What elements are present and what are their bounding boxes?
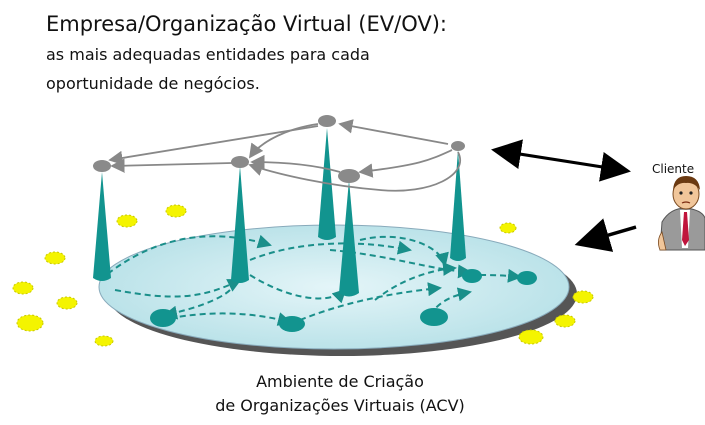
ev-links <box>108 119 461 192</box>
subtitle-line-2: oportunidade de negócios. <box>46 74 260 93</box>
caption-line-2: de Organizações Virtuais (ACV) <box>215 396 465 415</box>
spike <box>93 172 111 281</box>
network-link <box>479 268 522 283</box>
ev-link <box>358 149 453 178</box>
spike <box>339 180 359 297</box>
partner-dot <box>165 204 187 218</box>
partner-dot <box>16 314 44 332</box>
partner-dot <box>12 281 34 295</box>
spike <box>450 150 466 261</box>
partner-dots <box>12 204 594 347</box>
caption-line-1: Ambiente de Criação <box>256 372 424 391</box>
platform-nodes <box>150 269 537 332</box>
partner-dot <box>56 296 78 310</box>
ev-link <box>248 151 461 192</box>
ev-spikes <box>93 128 466 297</box>
client-hair <box>673 176 700 190</box>
client-label: Cliente <box>652 162 695 176</box>
network-link <box>99 234 272 281</box>
platform-node <box>517 271 537 285</box>
platform-node <box>150 309 176 327</box>
subtitle-line-1: as mais adequadas entidades para cada <box>46 45 370 64</box>
platform-node <box>420 308 448 326</box>
partner-dot <box>116 214 138 228</box>
ev-link <box>110 158 233 173</box>
network-link <box>359 235 449 267</box>
ev-head <box>451 141 465 151</box>
diagram-title: Empresa/Organização Virtual (EV/OV): <box>46 12 447 36</box>
ev-head <box>93 160 111 172</box>
platform-node <box>462 269 482 283</box>
client-eye <box>679 191 683 195</box>
ev-head <box>338 169 360 183</box>
client-request-arrow <box>574 218 637 252</box>
client-figure <box>658 176 705 251</box>
spike <box>231 166 249 283</box>
ev-link <box>108 125 319 166</box>
ev-link <box>338 119 449 145</box>
ev-heads <box>93 115 465 183</box>
network-link <box>249 240 412 261</box>
ev-link <box>248 123 319 159</box>
partner-dot <box>94 335 114 347</box>
partner-dot <box>499 222 517 234</box>
client-hand <box>658 231 667 251</box>
partner-dot <box>554 314 576 328</box>
client-tie <box>682 212 689 246</box>
ev-head <box>231 156 249 168</box>
network-link <box>249 274 347 304</box>
partner-dot <box>518 329 544 345</box>
platform-node <box>279 316 305 332</box>
collaboration-network <box>99 234 522 326</box>
ev-head <box>318 115 336 127</box>
partner-dot <box>572 290 594 304</box>
client-interaction-arrow <box>491 139 631 182</box>
network-link <box>114 279 242 298</box>
partner-dot <box>44 251 66 265</box>
ev-link <box>250 154 341 173</box>
client-mouth <box>681 201 691 204</box>
client-eye <box>689 191 693 195</box>
